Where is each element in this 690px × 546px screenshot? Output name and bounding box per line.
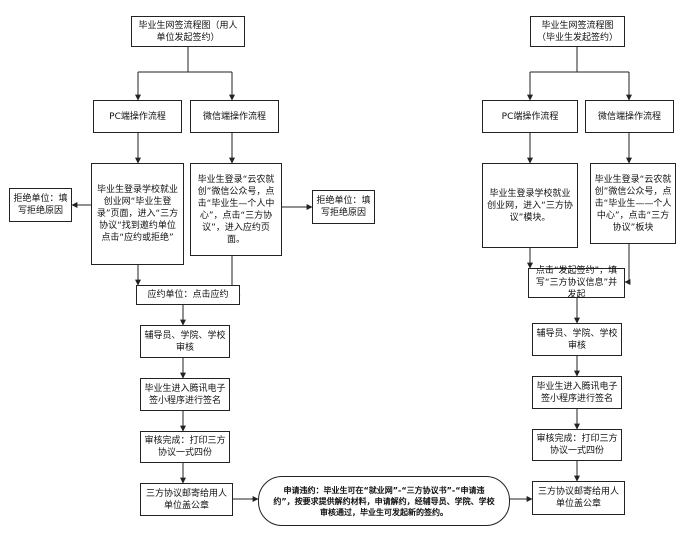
right-wechat-step-box: 毕业生登录“云农就创”微信公众号，点击“毕业生——个人中心”，点击“三方协议”板… [590,163,676,244]
left-pc-branch-box: PC端操作流程 [93,100,182,133]
accept-box: 应约单位：点击应约 [136,285,240,305]
left-wechat-branch-label: 微信端操作流程 [202,111,266,122]
reject-right-box: 拒绝单位：填写拒绝原因 [312,190,375,224]
right-pc-branch-label: PC端操作流程 [501,111,559,122]
right-sign-text: 毕业生进入腾讯电子签小程序进行签名 [536,381,618,404]
left-sign-text: 毕业生进入腾讯电子签小程序进行签名 [144,383,226,406]
left-wechat-step-text: 毕业生登录“云农就创”微信公众号，点击“毕业生—个人中心”，点击“三方协议”，进… [197,174,275,245]
left-review-text: 辅导员、学院、学校审核 [144,330,226,353]
right-review-box: 辅导员、学院、学校审核 [532,323,622,356]
right-sign-box: 毕业生进入腾讯电子签小程序进行签名 [532,376,622,409]
left-pc-step-text: 毕业生登录学校就业创业网“毕业生登录”页面，进入“三方协议“找到邀约单位点击“应… [96,185,179,243]
right-review-text: 辅导员、学院、学校审核 [536,328,618,351]
right-wechat-step-text: 毕业生登录“云农就创”微信公众号，点击“毕业生——个人中心”，点击“三方协议”板… [594,174,672,233]
right-title-box: 毕业生网签流程图（毕业生发起签约） [530,16,625,47]
right-mail-box: 三方协议邮寄给用人单位盖公章 [532,481,625,515]
right-pc-step-text: 毕业生登录学校就业创业网，进入“三方协议”模块。 [487,188,573,223]
left-title-box: 毕业生网签流程图（用人单位发起签约） [131,16,245,47]
reject-right-text: 拒绝单位：填写拒绝原因 [316,196,371,218]
left-print-text: 审核完成：打印三方协议一式四份 [144,436,226,458]
right-wechat-branch-label: 微信端操作流程 [597,111,661,122]
initiate-text: 点击“发起签约”，填写“三方协议信息”并发起 [535,266,618,300]
left-mail-box: 三方协议邮寄给用人单位盖公章 [140,483,233,516]
reject-left-box: 拒绝单位：填写拒绝原因 [9,188,72,222]
left-wechat-step-box: 毕业生登录“云农就创”微信公众号，点击“毕业生—个人中心”，点击“三方协议”，进… [190,163,282,256]
left-pc-step-box: 毕业生登录学校就业创业网“毕业生登录”页面，进入“三方协议“找到邀约单位点击“应… [91,163,184,265]
right-print-box: 审核完成：打印三方协议一式四份 [532,429,622,461]
left-print-box: 审核完成：打印三方协议一式四份 [140,431,230,463]
left-title: 毕业生网签流程图（用人单位发起签约） [138,20,238,43]
breach-note-box: 申请违约：毕业生可在“就业网”-“三方协议书”-“申请违约”，按要求提供解约材料… [258,476,510,526]
right-wechat-branch-box: 微信端操作流程 [585,100,674,133]
right-pc-branch-box: PC端操作流程 [482,100,578,133]
accept-text: 应约单位：点击应约 [147,290,229,300]
left-mail-text: 三方协议邮寄给用人单位盖公章 [145,488,227,511]
right-pc-step-box: 毕业生登录学校就业创业网，进入“三方协议”模块。 [482,163,578,248]
initiate-box: 点击“发起签约”，填写“三方协议信息”并发起 [528,266,625,300]
reject-left-text: 拒绝单位：填写拒绝原因 [13,194,68,216]
right-title: 毕业生网签流程图（毕业生发起签约） [536,20,618,43]
left-pc-branch-label: PC端操作流程 [109,111,166,122]
left-review-box: 辅导员、学院、学校审核 [140,325,230,358]
left-wechat-branch-box: 微信端操作流程 [190,100,279,133]
left-sign-box: 毕业生进入腾讯电子签小程序进行签名 [140,378,230,411]
right-mail-text: 三方协议邮寄给用人单位盖公章 [537,487,619,509]
breach-note-text: 申请违约：毕业生可在“就业网”-“三方协议书”-“申请违约”，按要求提供解约材料… [273,485,495,517]
right-print-text: 审核完成：打印三方协议一式四份 [536,434,618,456]
